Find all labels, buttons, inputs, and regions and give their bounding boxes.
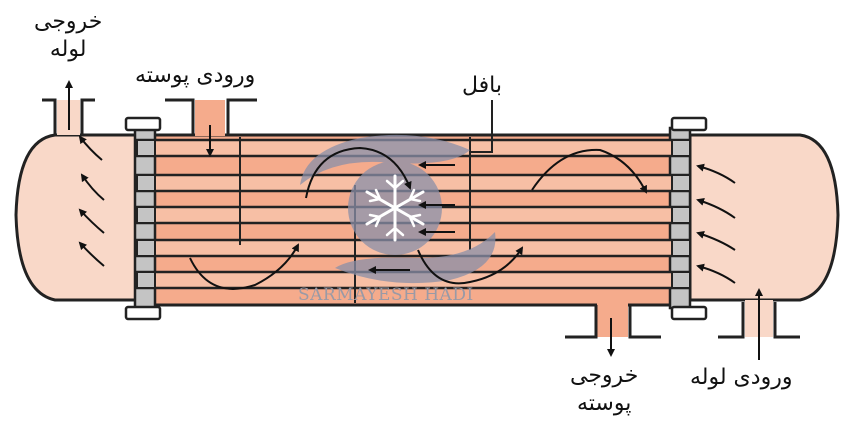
shell-outlet-label-line1: خروجی [570,363,639,388]
tube-outlet-label-line1: خروجی [34,9,103,34]
watermark-text: SARMAYESH HADI [298,285,474,305]
snowflake-icon [365,174,425,242]
tube-outlet-nozzle [42,98,95,135]
left-head [14,133,139,302]
shell-outlet-label-line2: پوسته [576,390,632,416]
tube-outlet-label: خروجی لوله [34,8,102,63]
flow-arrows [65,80,763,360]
tube-outlet-label-line2: لوله [49,36,87,62]
tube-inlet-label: ورودی لوله [690,365,793,390]
baffle-label: بافل [462,73,503,98]
baffle-leader [470,100,493,153]
flange-bolts [124,116,708,321]
shell-outlet-nozzle [597,303,628,337]
shell-inlet-label: ورودی پوسته [135,63,256,88]
right-head [688,133,840,302]
shell-outlet-label: خروجی پوسته [570,362,638,417]
